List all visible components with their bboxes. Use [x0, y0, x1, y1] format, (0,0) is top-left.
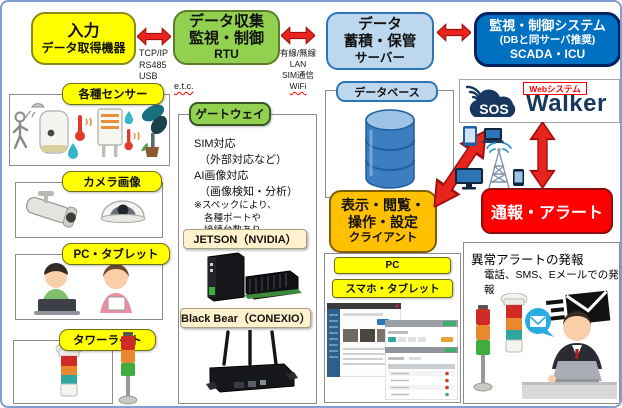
operator-at-desk-icon: [522, 299, 617, 399]
scada-line2: (DBと同サーバ推奨): [499, 33, 596, 46]
blackbear-label: Black Bear（CONEXIO）: [180, 308, 311, 328]
smartphone-label-text: スマホ・タブレット: [345, 283, 440, 295]
alarm-tower-light-icon-2: [500, 293, 528, 363]
sensors-label: 各種センサー: [62, 83, 164, 105]
gateway-line: 各種ポートや: [204, 212, 262, 224]
gateway-feature-list: SIM対応 （外部対応など） AI画像対応 （画像検知・分析） ※スペックにより…: [194, 136, 314, 238]
link-type-item: 有線/無線: [279, 48, 317, 58]
link-type-item: LAN: [289, 59, 307, 69]
scada-system-box: 監視・制御システム (DBと同サーバ推奨) SCADA・ICU: [474, 12, 620, 67]
input-box-title: 入力: [67, 22, 100, 40]
camera-label: カメラ画像: [62, 171, 162, 192]
sensors-panel: [9, 94, 170, 166]
collect-line1: データ収集: [188, 13, 264, 30]
gateway-line: ※スペックにより、: [194, 200, 277, 211]
gateway-label: ゲートウェイ: [189, 102, 271, 126]
alert-box: 通報・アラート: [481, 188, 613, 234]
sensor-icons: [12, 103, 168, 159]
alarm-title: 異常アラートの発報: [471, 253, 584, 267]
gateway-line: （外部対応など）: [199, 154, 287, 166]
tower-light-icon-2: [115, 332, 141, 406]
gateway-label-text: ゲートウェイ: [195, 109, 265, 121]
camera-label-text: カメラ画像: [83, 176, 141, 189]
pc-client-label: PC: [334, 257, 451, 274]
link-type-item: SIM通信: [281, 70, 315, 80]
storage-line2: 蓄積・保管: [343, 33, 417, 50]
arrow-storage-scada: [437, 19, 471, 46]
sensors-label-text: 各種センサー: [78, 89, 148, 101]
storage-line1: データ: [358, 16, 402, 33]
collect-line2: 監視・制御: [188, 30, 264, 47]
pc-tablet-label: PC・タブレット: [62, 243, 170, 265]
camera-icons: [25, 191, 146, 228]
protocol-item: TCP/IP: [139, 48, 169, 58]
alarm-panel: 異常アラートの発報 電話、SMS、Eメールでの発報: [463, 242, 620, 404]
scada-line1: 監視・制御システム: [489, 17, 606, 33]
arrow-collect-storage: [281, 22, 315, 49]
smartphone-icon: [513, 169, 524, 186]
tower-light-label: タワーライト: [59, 329, 156, 351]
dashboard-screenshot-2: [385, 320, 458, 400]
data-collect-box: データ収集 監視・制御 RTU: [173, 10, 280, 65]
router-device-icon: [200, 330, 300, 400]
database-label-text: データベース: [354, 86, 420, 99]
tablet-icon: [463, 126, 477, 146]
gateway-panel: [178, 114, 317, 404]
link-type-list: 有線/無線 LAN SIM通信 WiFi: [275, 48, 321, 92]
storage-line3: サーバー: [355, 50, 405, 65]
pc-tablet-label-text: PC・タブレット: [73, 249, 159, 261]
pc-client-label-text: PC: [385, 260, 400, 271]
protocol-etc: e.t.c.: [174, 81, 194, 91]
jetson-device-icon: [194, 251, 304, 307]
client-line3: クライアント: [348, 232, 418, 244]
data-storage-box: データ 蓄積・保管 サーバー: [326, 12, 434, 70]
arrow-sos-alert: [529, 122, 556, 188]
client-line2: 操作・設定: [348, 214, 418, 230]
blackbear-label-text: Black Bear（CONEXIO）: [181, 313, 311, 325]
link-type-item: WiFi: [289, 81, 307, 91]
sos-cloud-icon: SOS: [461, 81, 527, 123]
protocol-item: USB: [139, 71, 158, 81]
svg-text:SOS: SOS: [479, 101, 509, 117]
radio-tower-icon: [482, 140, 516, 190]
client-box: 表示・閲覧・ 操作・設定 クライアント: [329, 190, 437, 253]
pc-tablet-icons: [34, 263, 132, 315]
arrow-input-collect: [137, 23, 171, 50]
web-system-badge: Webシステム: [523, 82, 587, 95]
database-label: データベース: [336, 81, 438, 102]
client-line1: 表示・閲覧・: [341, 197, 425, 213]
gateway-line: （画像検知・分析）: [199, 186, 298, 198]
database-cylinder-icon: [361, 106, 419, 192]
gateway-line: SIM対応: [194, 138, 236, 150]
smartphone-label: スマホ・タブレット: [332, 279, 453, 298]
web-system-badge-text: Webシステム: [529, 83, 581, 94]
alert-box-text: 通報・アラート: [490, 205, 603, 222]
laptop-icon: [479, 128, 507, 146]
scada-line3: SCADA・ICU: [509, 46, 586, 61]
jetson-label-text: JETSON（NVIDIA）: [193, 234, 297, 246]
input-box-subtitle: データ取得機器: [41, 40, 126, 55]
protocol-item: RS485: [139, 59, 167, 70]
collect-line3: RTU: [214, 47, 239, 61]
gateway-line: AI画像対応: [194, 170, 249, 182]
alarm-tower-light-icon: [471, 305, 495, 401]
alarm-detail: 電話、SMS、Eメールでの発報: [484, 269, 619, 296]
jetson-label: JETSON（NVIDIA）: [183, 229, 307, 249]
monitor-icon: [455, 168, 483, 190]
input-device-box: 入力 データ取得機器: [31, 12, 136, 65]
